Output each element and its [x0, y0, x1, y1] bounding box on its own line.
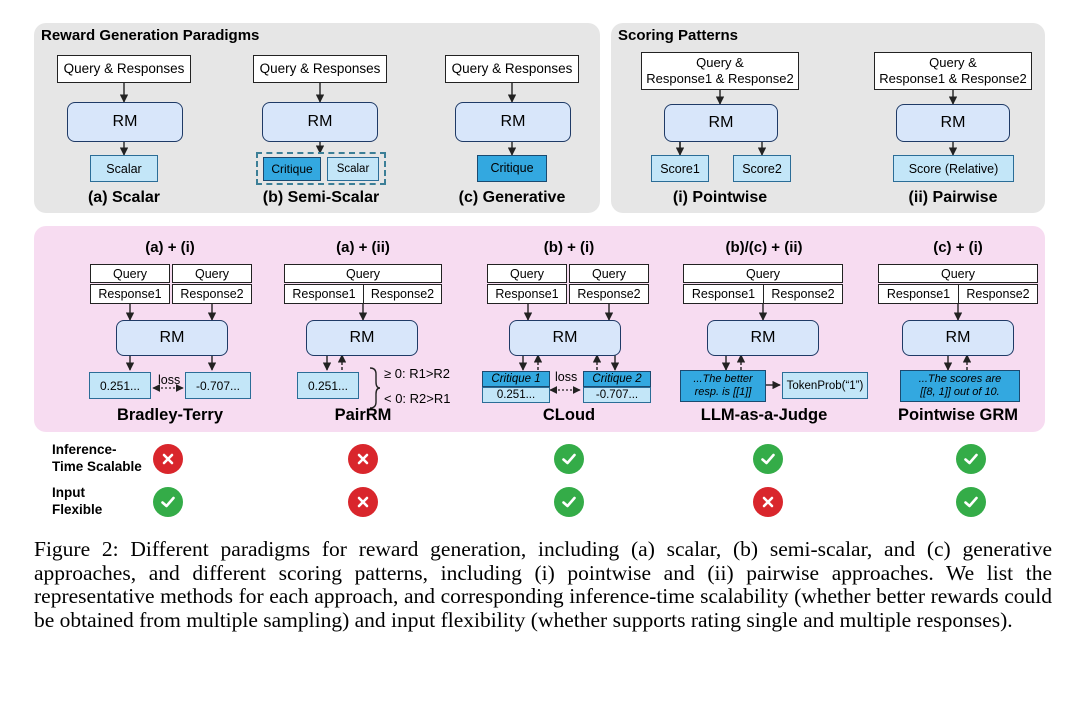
method-name: CLoud — [542, 406, 596, 424]
method-name: Pointwise GRM — [897, 406, 1019, 424]
patterns-title: Scoring Patterns — [618, 27, 739, 44]
semi-caption: (b) Semi-Scalar — [262, 189, 380, 206]
response1-box: Response1 — [878, 284, 958, 304]
score-box: 0.251... — [482, 387, 550, 403]
score-box: 0.251... — [89, 372, 151, 399]
cross-circle-icon — [348, 444, 378, 474]
query-box: Query — [683, 264, 843, 283]
response2-box: Response2 — [363, 284, 442, 304]
cross-circle-icon — [348, 487, 378, 517]
score-box: -0.707... — [583, 387, 651, 403]
cross-circle-icon — [153, 444, 183, 474]
rm-box: RM — [902, 320, 1014, 356]
check-circle-icon — [153, 487, 183, 517]
rm-box: RM — [707, 320, 819, 356]
check-circle-icon — [554, 444, 584, 474]
method-name: Bradley-Terry — [116, 406, 224, 424]
check-circle-icon — [956, 444, 986, 474]
scalar-output-box: Scalar — [90, 155, 158, 182]
pointwise-input-box: Query & Response1 & Response2 — [641, 52, 799, 90]
semi-critique-box: Critique — [263, 157, 321, 181]
scalar-caption: (a) Scalar — [87, 189, 161, 206]
flexible-row-label: Input Flexible — [52, 485, 103, 517]
method-header: (b) + (i) — [543, 239, 595, 256]
semi-output-group — [256, 152, 386, 185]
cross-circle-icon — [753, 487, 783, 517]
generative-input-box: Query & Responses — [445, 55, 579, 83]
method-name: LLM-as-a-Judge — [700, 406, 828, 424]
check-circle-icon — [554, 487, 584, 517]
semi-input-box: Query & Responses — [253, 55, 387, 83]
pointwise-score2-box: Score2 — [733, 155, 791, 182]
query-box: Query — [569, 264, 649, 283]
rm-box: RM — [306, 320, 418, 356]
rule-negative: < 0: R2>R1 — [384, 391, 451, 406]
response2-box: Response2 — [763, 284, 843, 304]
judge-output-box: ...The better resp. is [[1]] — [680, 370, 766, 402]
scalable-row-label: Inference- Time Scalable — [52, 442, 142, 474]
response2-box: Response2 — [569, 284, 649, 304]
scalar-rm-box: RM — [67, 102, 183, 142]
pointwise-rm-box: RM — [664, 104, 778, 142]
pairwise-input-box: Query & Response1 & Response2 — [874, 52, 1032, 90]
loss-label: loss — [555, 370, 578, 384]
query-box: Query — [172, 264, 252, 283]
pairwise-score-box: Score (Relative) — [893, 155, 1014, 182]
method-header: (b)/(c) + (ii) — [725, 239, 803, 256]
paradigms-title: Reward Generation Paradigms — [41, 27, 260, 44]
response1-box: Response1 — [487, 284, 567, 304]
score-box: 0.251... — [297, 372, 359, 399]
score-box: -0.707... — [185, 372, 251, 399]
method-name: PairRM — [334, 406, 392, 424]
response1-box: Response1 — [90, 284, 170, 304]
pairwise-caption: (ii) Pairwise — [908, 189, 998, 206]
response2-box: Response2 — [958, 284, 1038, 304]
method-header: (a) + (ii) — [336, 239, 390, 256]
response1-box: Response1 — [284, 284, 363, 304]
query-box: Query — [90, 264, 170, 283]
rm-box: RM — [509, 320, 621, 356]
response1-box: Response1 — [683, 284, 763, 304]
loss-label: loss — [158, 373, 181, 387]
critique1-box: Critique 1 — [482, 371, 550, 387]
check-circle-icon — [753, 444, 783, 474]
pointwise-caption: (i) Pointwise — [672, 189, 768, 206]
semi-scalar-box: Scalar — [327, 157, 379, 181]
query-box: Query — [878, 264, 1038, 283]
response2-box: Response2 — [172, 284, 252, 304]
critique2-box: Critique 2 — [583, 371, 651, 387]
rule-positive: ≥ 0: R1>R2 — [384, 366, 451, 381]
pairwise-rm-box: RM — [896, 104, 1010, 142]
generative-caption: (c) Generative — [458, 189, 566, 206]
rm-box: RM — [116, 320, 228, 356]
check-circle-icon — [956, 487, 986, 517]
generative-critique-box: Critique — [477, 155, 547, 182]
method-header: (c) + (i) — [933, 239, 983, 256]
grm-output-box: ...The scores are [[8, 1]] out of 10. — [900, 370, 1020, 402]
figure-caption: Figure 2: Different paradigms for reward… — [34, 537, 1052, 632]
tokenprob-box: TokenProb(“1”) — [782, 372, 868, 399]
generative-rm-box: RM — [455, 102, 571, 142]
query-box: Query — [487, 264, 567, 283]
method-header: (a) + (i) — [145, 239, 195, 256]
semi-rm-box: RM — [262, 102, 378, 142]
query-box: Query — [284, 264, 442, 283]
scalar-input-box: Query & Responses — [57, 55, 191, 83]
pointwise-score1-box: Score1 — [651, 155, 709, 182]
